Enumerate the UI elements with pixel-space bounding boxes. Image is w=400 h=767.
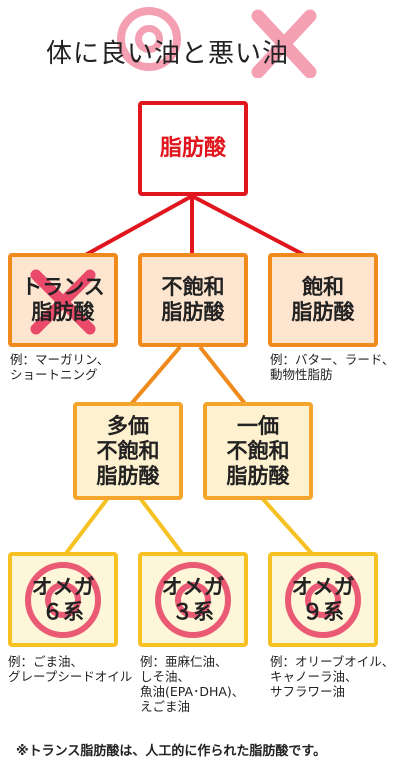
omega3-example-note: 例：亜麻仁油、 しそ油、 魚油(EPA･DHA)、 えごま油: [140, 654, 245, 714]
omega9-example-note: 例：オリーブオイル、 キャノーラ油、 サフラワー油: [270, 654, 395, 699]
page-title: 体に良い油と悪い油: [46, 39, 290, 69]
poly-line3: 脂肪酸: [96, 463, 160, 488]
poly-line1: 多価: [107, 413, 149, 438]
omega6-line2: ６系: [42, 599, 84, 624]
fatty-acid-box: 脂肪酸: [138, 101, 248, 196]
line-poly-to-omega3: [138, 496, 186, 558]
yellow-connectors: [62, 496, 316, 558]
line-top-to-saturated: [191, 194, 311, 260]
red-connectors: [79, 194, 311, 260]
omega3-line1: オメガ: [161, 574, 225, 599]
mono-line3: 脂肪酸: [226, 463, 290, 488]
cross-icon: [251, 9, 317, 78]
fatty-acid-label: 脂肪酸: [159, 136, 226, 161]
double-circle-icon: [155, 561, 231, 638]
omega9-line2: ９系: [302, 599, 344, 624]
trans-line2: 脂肪酸: [31, 300, 95, 324]
line-unsaturated-to-mono: [198, 345, 252, 412]
saturated-example-note: 例：バター、ラード、 動物性脂肪: [270, 352, 395, 382]
saturated-line2: 脂肪酸: [291, 300, 355, 324]
omega9-line1: オメガ: [291, 574, 355, 599]
unsaturated-fatty-acid-box: 不飽和 脂肪酸: [138, 253, 248, 347]
omega3-box: オメガ ３系: [138, 552, 248, 647]
line-poly-to-omega6: [62, 496, 110, 558]
omega3-line2: ３系: [172, 599, 214, 624]
polyunsaturated-box: 多価 不飽和 脂肪酸: [73, 402, 183, 500]
omega6-box: オメガ ６系: [8, 552, 118, 647]
footnote: ※トランス脂肪酸は、人工的に作られた脂肪酸です。: [16, 744, 327, 759]
omega6-example-note: 例：ごま油、 グレープシードオイル: [8, 654, 133, 684]
saturated-fatty-acid-box: 飽和 脂肪酸: [268, 253, 378, 347]
omega9-box: オメガ ９系: [268, 552, 378, 647]
mono-line1: 一価: [237, 413, 279, 438]
poly-line2: 不飽和: [96, 438, 160, 463]
unsaturated-line1: 不飽和: [161, 275, 225, 299]
trans-line1: トランス: [21, 275, 105, 299]
double-circle-icon: [25, 561, 101, 638]
line-top-to-trans: [79, 194, 193, 260]
saturated-line1: 飽和: [302, 275, 344, 299]
omega6-line1: オメガ: [31, 574, 95, 599]
line-mono-to-omega9: [260, 496, 316, 558]
trans-fatty-acid-box: トランス 脂肪酸: [8, 253, 118, 347]
unsaturated-line2: 脂肪酸: [161, 300, 225, 324]
mono-line2: 不飽和: [226, 438, 290, 463]
cross-icon: [30, 269, 96, 335]
line-unsaturated-to-poly: [124, 345, 182, 412]
double-circle-icon: [117, 7, 181, 71]
monounsaturated-box: 一価 不飽和 脂肪酸: [203, 402, 313, 500]
orange-connectors: [124, 345, 252, 412]
double-circle-icon: [285, 561, 361, 638]
trans-example-note: 例：マーガリン、 ショートニング: [10, 352, 110, 382]
